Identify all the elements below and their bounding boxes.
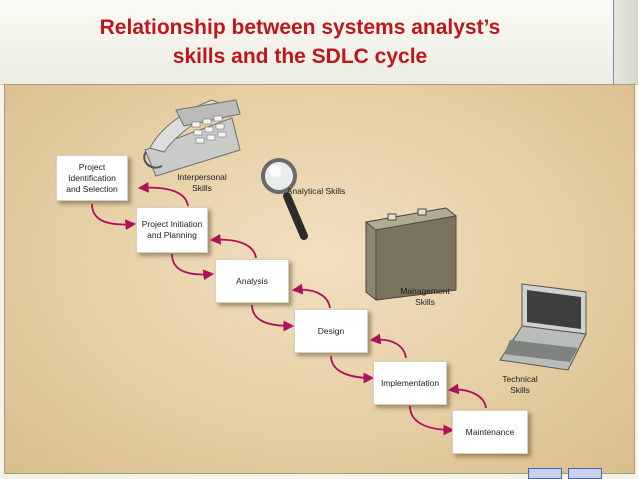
arrow-implementation-back <box>369 333 407 359</box>
arrow-maintenance-back <box>447 383 487 409</box>
skill-label-technical: Technical Skills <box>502 374 538 395</box>
step-maintenance: Maintenance <box>452 410 528 454</box>
slide-title: Relationship between systems analyst’s s… <box>40 13 560 71</box>
slide-frame-rail <box>613 0 638 84</box>
previous-slide-button[interactable] <box>528 468 562 479</box>
skill-label-interpersonal: Interpersonal Skills <box>177 172 227 193</box>
step-label: Project Identification and Selection <box>66 161 118 194</box>
arrow-implementation-to-maintenance <box>409 405 455 436</box>
step-label: Project Initiation and Planning <box>141 219 203 240</box>
feedback-arrows <box>137 182 487 409</box>
step-design: Design <box>294 309 368 353</box>
step-label: Maintenance <box>465 426 515 437</box>
laptop-icon <box>499 283 587 371</box>
step-project-identification: Project Identification and Selection <box>56 155 128 201</box>
slide-header <box>0 0 638 85</box>
step-label: Design <box>317 325 345 336</box>
skill-label-analytical: Analytical Skills <box>286 186 346 196</box>
step-implementation: Implementation <box>373 361 447 405</box>
skill-label-management: Management Skills <box>400 286 450 307</box>
arrow-design-back <box>291 283 331 309</box>
sdlc-skills-diagram <box>4 84 635 474</box>
step-label: Analysis <box>236 275 268 286</box>
slide-title-line-1: Relationship between systems analyst’s <box>99 16 501 39</box>
slide-title-line-2: skills and the SDLC cycle <box>172 45 428 68</box>
step-analysis: Analysis <box>215 259 289 303</box>
arrow-analysis-to-design <box>251 304 295 332</box>
briefcase-icon <box>364 207 458 301</box>
magnifying-glass-icon <box>261 158 308 240</box>
telephone-icon <box>143 99 241 177</box>
arrow-initiation-back <box>137 182 189 207</box>
arrow-design-to-implementation <box>330 355 375 384</box>
arrow-analysis-back <box>209 233 257 259</box>
step-label: Implementation <box>380 377 440 388</box>
arrow-identification-to-initiation <box>91 203 137 231</box>
slide-frame-line <box>613 0 614 84</box>
step-project-initiation: Project Initiation and Planning <box>136 207 208 253</box>
arrow-initiation-to-analysis <box>171 253 215 281</box>
forward-arrows <box>91 203 455 436</box>
next-slide-button[interactable] <box>568 468 602 479</box>
